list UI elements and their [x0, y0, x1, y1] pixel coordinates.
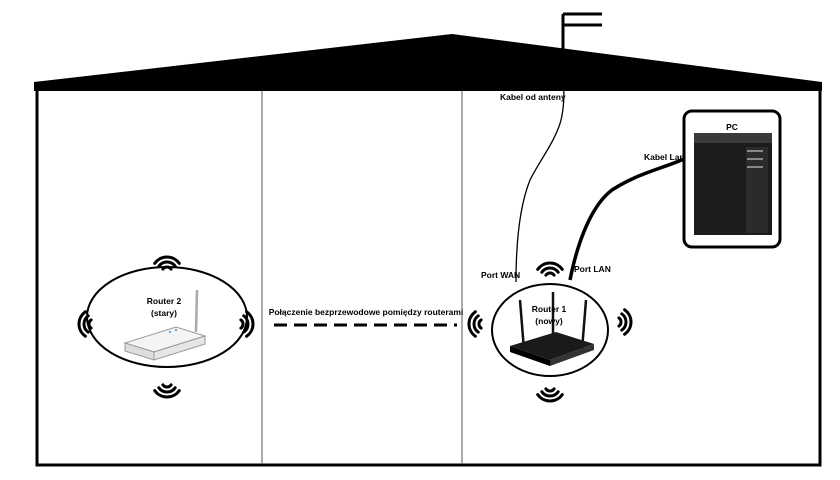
lan-cable: [568, 156, 687, 281]
white-router-icon: [123, 289, 207, 361]
router1-note-label: (nowy): [535, 316, 563, 326]
router1-ellipse: [491, 283, 609, 377]
wifi-signal-icon: [153, 255, 181, 271]
pc-label: PC: [726, 122, 738, 132]
router2-note-label: (stary): [151, 308, 177, 318]
router1-name-label: Router 1: [532, 304, 567, 314]
wifi-signal-icon: [239, 310, 255, 338]
house-outline: [35, 87, 822, 467]
wifi-signals: [77, 255, 633, 403]
wifi-signal-icon: [153, 383, 181, 399]
wifi-signal-icon: [617, 308, 633, 336]
antenna-cable: [515, 55, 565, 283]
wifi-signal-icon: [536, 261, 564, 277]
port-lan-label: Port LAN: [574, 264, 611, 274]
port-wan-label: Port WAN: [481, 270, 520, 280]
wireless-link-label: Połączenie bezprzewodowe pomiędzy router…: [269, 307, 464, 317]
black-router-icon: [510, 292, 594, 366]
wifi-signal-icon: [467, 310, 483, 338]
lan-cable-label: Kabel Lan: [644, 152, 685, 162]
pc-box: [682, 109, 782, 249]
wifi-signal-icon: [77, 310, 93, 338]
wifi-signal-icon: [536, 387, 564, 403]
house-roof: [34, 34, 822, 91]
router2-name-label: Router 2: [147, 296, 182, 306]
desktop-tower-icon: [694, 133, 772, 235]
antenna-cable-label: Kabel od anteny: [500, 92, 566, 102]
